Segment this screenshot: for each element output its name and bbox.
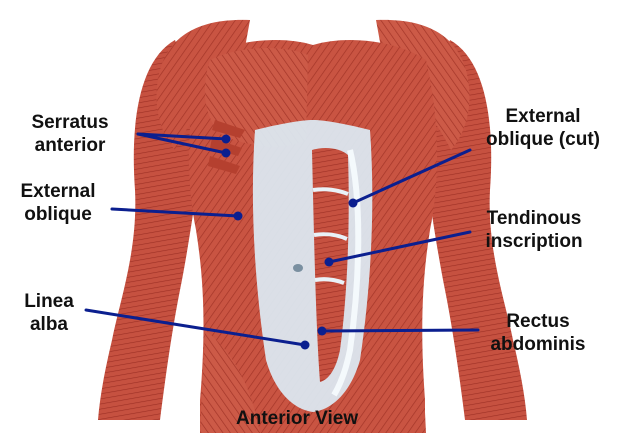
label-external-oblique-cut-line2: oblique (cut): [468, 128, 618, 151]
leader-line-linea-alba: [86, 310, 305, 345]
leader-dot-tendinous-inscription: [325, 258, 334, 267]
label-tendinous-inscription-line2: inscription: [466, 230, 602, 253]
leader-dot-external-oblique-cut: [349, 199, 358, 208]
label-external-oblique: External oblique: [6, 180, 110, 226]
leader-line-tendinous-inscription: [329, 232, 470, 262]
leader-line-rectus-abdominis: [322, 330, 478, 331]
leader-line-external-oblique: [112, 209, 238, 216]
label-external-oblique-line1: External: [6, 180, 110, 203]
label-rectus-abdominis-line1: Rectus: [478, 310, 598, 333]
label-serratus-anterior-line1: Serratus: [6, 111, 134, 134]
label-linea-alba: Linea alba: [14, 290, 84, 336]
label-external-oblique-line2: oblique: [6, 203, 110, 226]
leader-dot-external-oblique: [234, 212, 243, 221]
label-tendinous-inscription-line1: Tendinous: [466, 207, 602, 230]
leader-dot-serratus-1: [222, 135, 231, 144]
leader-line-external-oblique-cut: [353, 150, 470, 203]
label-tendinous-inscription: Tendinous inscription: [466, 207, 602, 253]
label-external-oblique-cut-line1: External: [468, 105, 618, 128]
label-rectus-abdominis: Rectus abdominis: [478, 310, 598, 356]
label-external-oblique-cut: External oblique (cut): [468, 105, 618, 151]
label-linea-alba-line1: Linea: [14, 290, 84, 313]
leader-dot-serratus-2: [222, 149, 231, 158]
label-serratus-anterior-line2: anterior: [6, 134, 134, 157]
label-rectus-abdominis-line2: abdominis: [478, 333, 598, 356]
leader-dot-linea-alba: [301, 341, 310, 350]
label-linea-alba-line2: alba: [14, 313, 84, 336]
diagram-caption: Anterior View: [236, 408, 358, 430]
leader-dot-rectus-abdominis: [318, 327, 327, 336]
label-serratus-anterior: Serratus anterior: [6, 111, 134, 157]
